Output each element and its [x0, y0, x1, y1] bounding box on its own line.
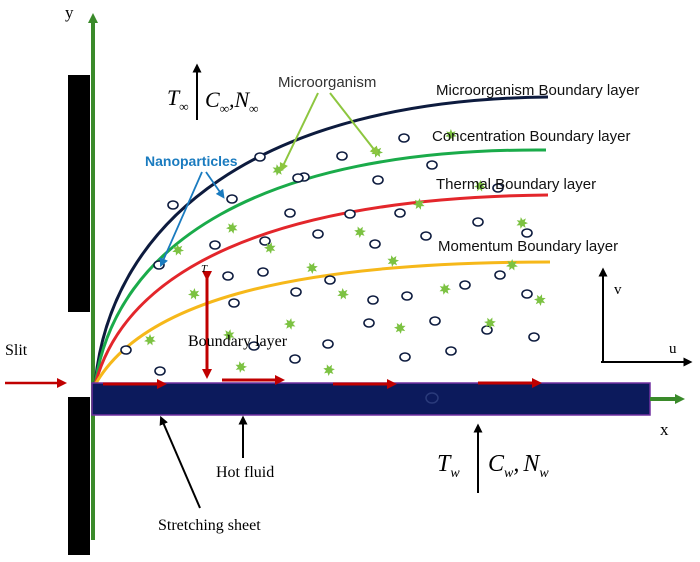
- nanoparticle: [120, 345, 132, 355]
- nanoparticle-pointer-2: [205, 171, 225, 199]
- nanoparticle: [363, 318, 375, 328]
- nanoparticles-label: Nanoparticles: [145, 153, 238, 169]
- nanoparticles-group: [120, 133, 540, 376]
- x-axis-label: x: [660, 420, 669, 439]
- wall-t-symbol: Tw: [437, 451, 460, 481]
- nanoparticle: [394, 208, 406, 218]
- microorganism: [394, 322, 406, 334]
- microorganism-boundary-curve: [93, 95, 549, 386]
- ambient-c-n-symbols: C∞,N∞: [205, 87, 258, 116]
- nanoparticle: [222, 271, 234, 281]
- stretching-sheet-label: Stretching sheet: [158, 517, 261, 534]
- nanoparticle: [344, 209, 356, 219]
- microorganism: [445, 129, 457, 141]
- nanoparticle: [429, 316, 441, 326]
- nanoparticle: [521, 228, 533, 238]
- microorganism: [439, 283, 451, 295]
- microorganism-pointer-1: [279, 92, 319, 173]
- microorganism: [306, 262, 318, 274]
- microorganism: [337, 288, 349, 300]
- thermal-boundary-label: Thermal Boundary layer: [436, 176, 596, 193]
- lower-wall: [68, 397, 90, 555]
- concentration-boundary-curve: [93, 148, 547, 386]
- slit-label: Slit: [5, 342, 28, 359]
- microorganism: [354, 226, 366, 238]
- v-axis-label: v: [614, 282, 622, 298]
- nanoparticle: [292, 173, 304, 183]
- nanoparticle: [494, 270, 506, 280]
- microorganism: [474, 180, 486, 192]
- microorganism: [323, 364, 335, 376]
- concentration-boundary-label: Concentration Boundary layer: [432, 128, 630, 145]
- nanoparticle-pointer-1: [159, 171, 203, 268]
- nanoparticle: [420, 231, 432, 241]
- microorganism: [235, 361, 247, 373]
- nanoparticle: [399, 352, 411, 362]
- nanoparticle: [167, 200, 179, 210]
- nanoparticle: [369, 239, 381, 249]
- microorganism: [226, 222, 238, 234]
- nanoparticle: [312, 229, 324, 239]
- nanoparticle: [367, 295, 379, 305]
- nanoparticle: [289, 354, 301, 364]
- u-axis-label: u: [669, 341, 677, 357]
- microorganism: [413, 198, 425, 210]
- microorganism: [284, 318, 296, 330]
- nanoparticle: [336, 151, 348, 161]
- nanoparticle: [257, 267, 269, 277]
- nanoparticle: [426, 160, 438, 170]
- nanoparticle: [209, 240, 221, 250]
- nanoparticle: [372, 175, 384, 185]
- microorganisms-group: [144, 129, 546, 376]
- nanoparticle: [472, 217, 484, 227]
- nanoparticle: [322, 339, 334, 349]
- microorganism: [484, 317, 496, 329]
- microorganism-label: Microorganism: [278, 74, 376, 91]
- microorganism: [387, 255, 399, 267]
- microorganism: [516, 217, 528, 229]
- nanoparticle: [324, 275, 336, 285]
- momentum-boundary-label: Momentum Boundary layer: [438, 238, 618, 255]
- nanoparticle: [226, 194, 238, 204]
- nanoparticle: [445, 346, 457, 356]
- microorganism: [223, 329, 235, 341]
- microorganism: [144, 334, 156, 346]
- thermal-boundary-curve: [93, 193, 549, 386]
- nanoparticle: [492, 183, 504, 193]
- nanoparticle: [228, 298, 240, 308]
- nanoparticle: [521, 289, 533, 299]
- microorganism: [172, 244, 184, 256]
- wall-c-n-symbols: Cw,Nw: [488, 451, 549, 481]
- nanoparticle: [284, 208, 296, 218]
- microorganism: [506, 259, 518, 271]
- hot-fluid-label: Hot fluid: [216, 464, 274, 481]
- microorganism: [264, 242, 276, 254]
- microorganism: [188, 288, 200, 300]
- sheet-mark: [425, 392, 439, 404]
- boundary-layer-label: Boundary layer: [188, 333, 288, 350]
- microorganism-boundary-label: Microorganism Boundary layer: [436, 82, 639, 99]
- nanoparticle: [254, 152, 266, 162]
- nanoparticle: [459, 280, 471, 290]
- nanoparticle: [290, 287, 302, 297]
- stretching-sheet: [91, 382, 651, 416]
- nanoparticle: [398, 133, 410, 143]
- nanoparticle: [259, 236, 271, 246]
- upper-wall: [68, 75, 90, 312]
- microorganism-pointer-2: [329, 92, 379, 156]
- microorganism: [534, 294, 546, 306]
- nanoparticle: [154, 366, 166, 376]
- y-axis-label: y: [65, 3, 74, 22]
- nanoparticle: [248, 341, 260, 351]
- stretching-sheet-pointer: [159, 415, 201, 509]
- boundary-small-symbol: T: [201, 263, 208, 275]
- momentum-boundary-curve: [93, 260, 551, 386]
- nanoparticle: [528, 332, 540, 342]
- ambient-t-symbol: T∞: [167, 85, 189, 114]
- nanoparticle: [401, 291, 413, 301]
